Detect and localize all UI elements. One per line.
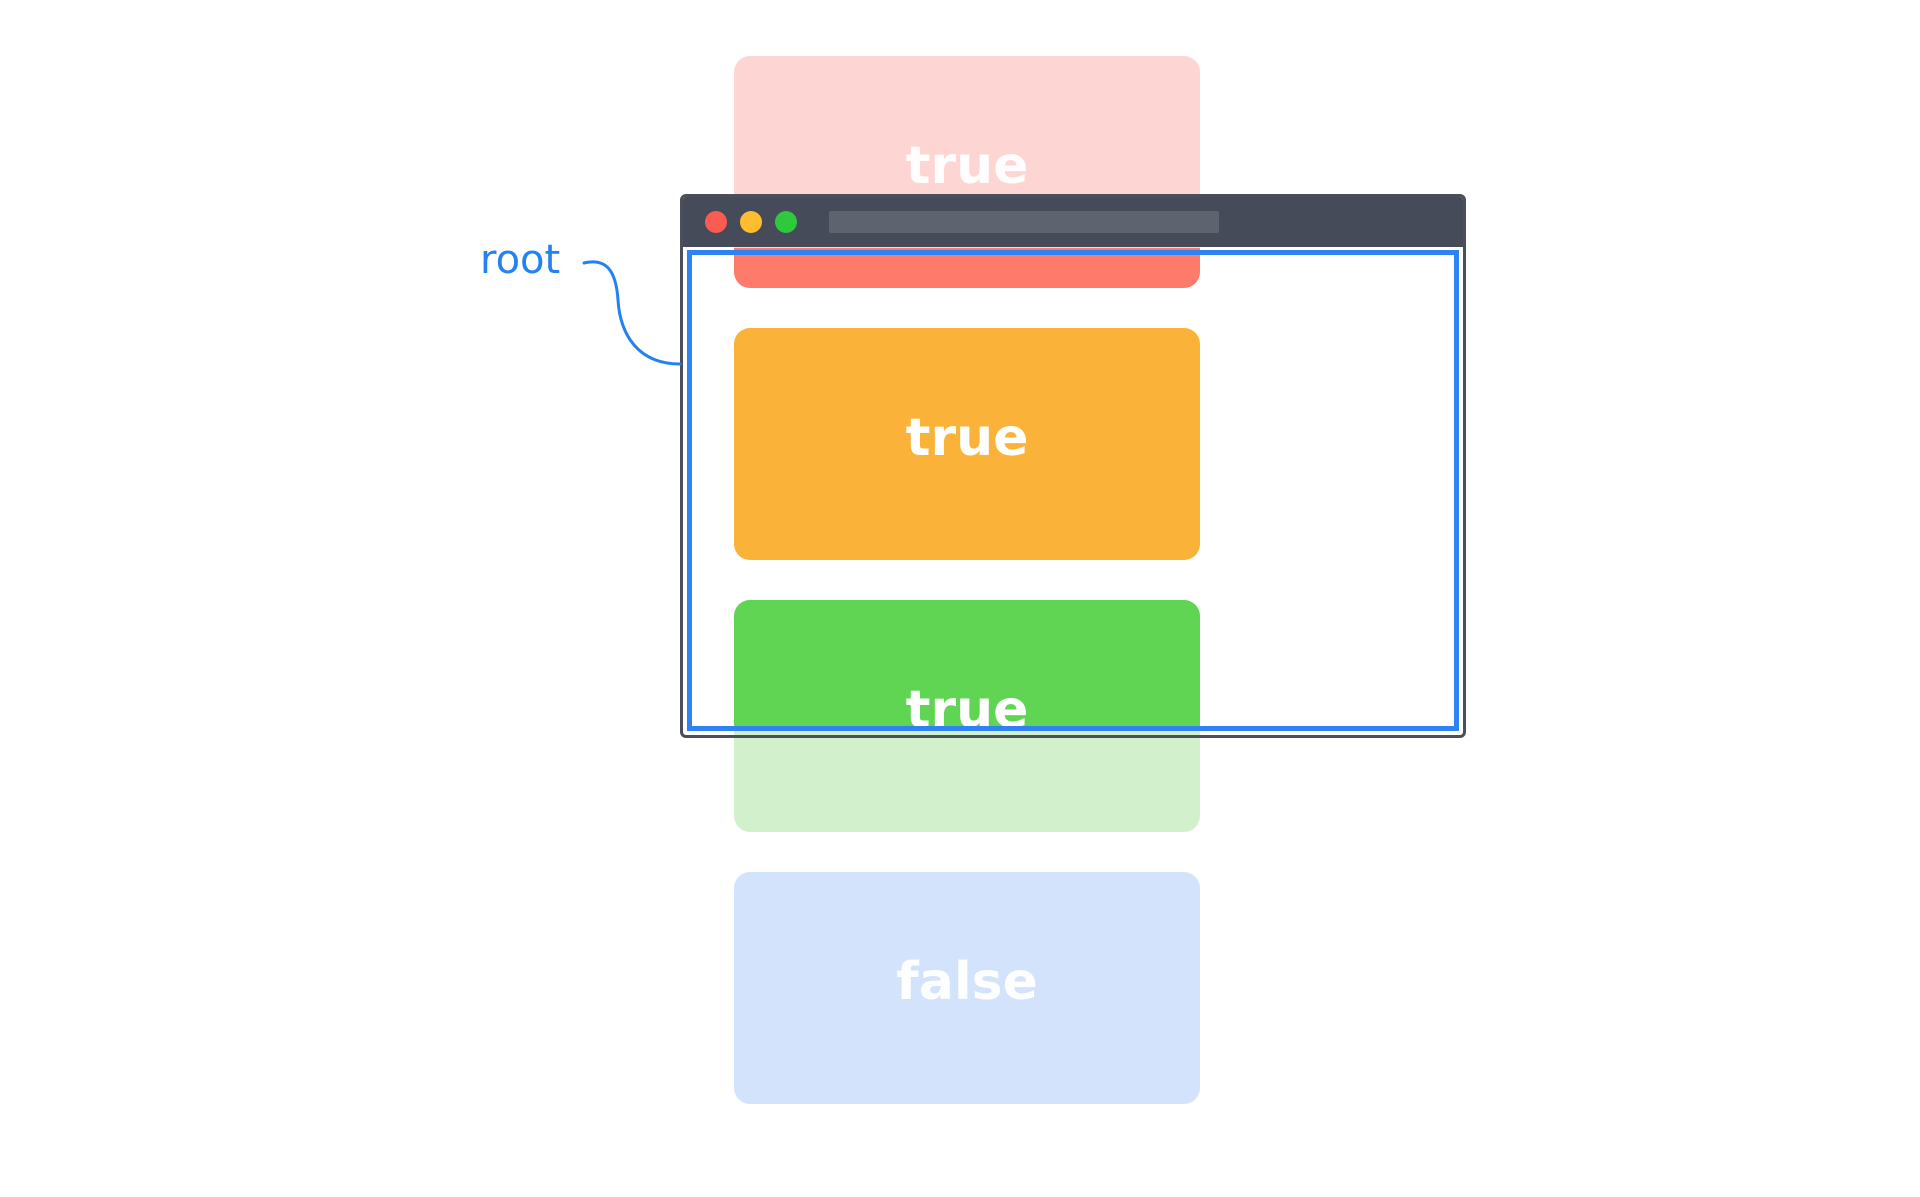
maximize-dot-icon: [775, 211, 797, 233]
minimize-dot-icon: [740, 211, 762, 233]
card-4-label: false: [896, 952, 1038, 1012]
close-dot-icon: [705, 211, 727, 233]
card-2-label: true: [905, 408, 1029, 468]
card-3-visible-area: [734, 600, 1200, 726]
card-1-label: true: [905, 136, 1029, 196]
card-4: false: [734, 872, 1200, 1104]
card-2: true: [734, 328, 1200, 560]
root-label: root: [480, 237, 561, 283]
root-viewport: [687, 250, 1459, 731]
browser-window: [680, 194, 1466, 738]
browser-titlebar: [683, 197, 1463, 247]
address-bar: [829, 211, 1219, 233]
